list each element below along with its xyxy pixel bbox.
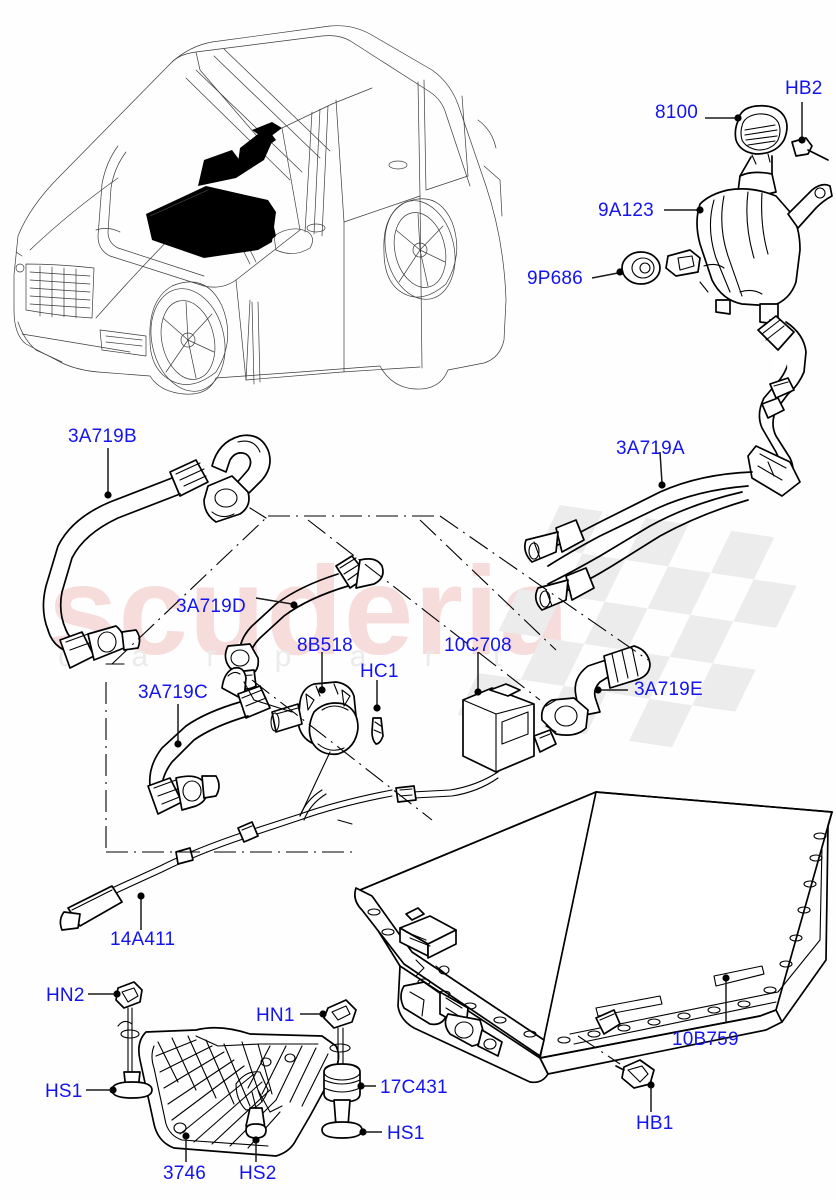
part-label-8100[interactable]: 8100: [655, 102, 699, 123]
coolant-heater-module: [395, 652, 557, 803]
hose-b-end-connector: [59, 625, 141, 669]
part-label-hc1[interactable]: HC1: [360, 661, 399, 682]
part-label-hs1-left[interactable]: HS1: [45, 1081, 83, 1102]
alignment-construction-lines: [105, 507, 649, 853]
hybrid-battery-pack: [354, 791, 833, 1084]
part-label-3a719e[interactable]: 3A719E: [634, 679, 703, 700]
coolant-hose-e: [540, 645, 651, 736]
tank-grommet: [621, 251, 661, 285]
nut-hn2: [88, 981, 143, 1075]
screw-hs1-right: [321, 1099, 382, 1139]
part-label-14a411[interactable]: 14A411: [110, 929, 176, 950]
coolant-hose-b: [42, 434, 271, 669]
part-label-10c708[interactable]: 10C708: [444, 635, 512, 656]
front-wheel: [149, 281, 229, 392]
expansion-tank-assembly: [621, 104, 833, 325]
part-label-hb2[interactable]: HB2: [785, 78, 823, 99]
battery-service-ports: [400, 959, 503, 1057]
auxiliary-coolant-pump: [243, 652, 359, 817]
screw-hs2: [245, 1091, 267, 1162]
part-label-10b759[interactable]: 10B759: [672, 1029, 739, 1050]
rear-wheel: [383, 198, 458, 300]
hose-c-end-connector: [147, 775, 220, 815]
part-label-9p686[interactable]: 9P686: [527, 268, 583, 289]
screw-hs1-left: [86, 1071, 153, 1099]
coolant-hose-c: [147, 666, 271, 815]
part-label-3a719c[interactable]: 3A719C: [138, 682, 208, 703]
hose-clip-hc1: [371, 680, 384, 745]
part-label-hn1[interactable]: HN1: [256, 1005, 295, 1026]
part-label-3a719a[interactable]: 3A719A: [616, 438, 685, 459]
part-label-3746[interactable]: 3746: [163, 1163, 207, 1184]
bolt-hb2: [791, 137, 829, 161]
part-label-hs1-right[interactable]: HS1: [387, 1123, 425, 1144]
part-label-3a719b[interactable]: 3A719B: [68, 426, 137, 447]
battery-pack-highlight: [146, 122, 282, 258]
part-label-3a719d[interactable]: 3A719D: [176, 596, 246, 617]
nut-hn1: [300, 999, 357, 1067]
part-label-hn2[interactable]: HN2: [46, 985, 85, 1006]
wiring-harness: [59, 789, 393, 931]
front-grille: [25, 263, 95, 319]
vehicle-illustration: [13, 25, 507, 395]
expansion-tank-cap: [734, 104, 788, 165]
part-label-hb1[interactable]: HB1: [636, 1113, 674, 1134]
part-label-hs2[interactable]: HS2: [239, 1163, 277, 1184]
coolant-hose-a: [524, 315, 807, 611]
hv-connector: [399, 907, 457, 959]
hose-a-end-connector-1: [524, 519, 585, 563]
bolt-hb1: [577, 1035, 655, 1112]
part-label-8b518[interactable]: 8B518: [297, 635, 353, 656]
top-leader-lines: [591, 102, 806, 279]
part-label-9a123[interactable]: 9A123: [598, 200, 654, 221]
battery-undertray: [138, 1026, 340, 1162]
part-label-17c431[interactable]: 17C431: [380, 1077, 448, 1098]
isolator-mount-17c431: [323, 1063, 376, 1103]
